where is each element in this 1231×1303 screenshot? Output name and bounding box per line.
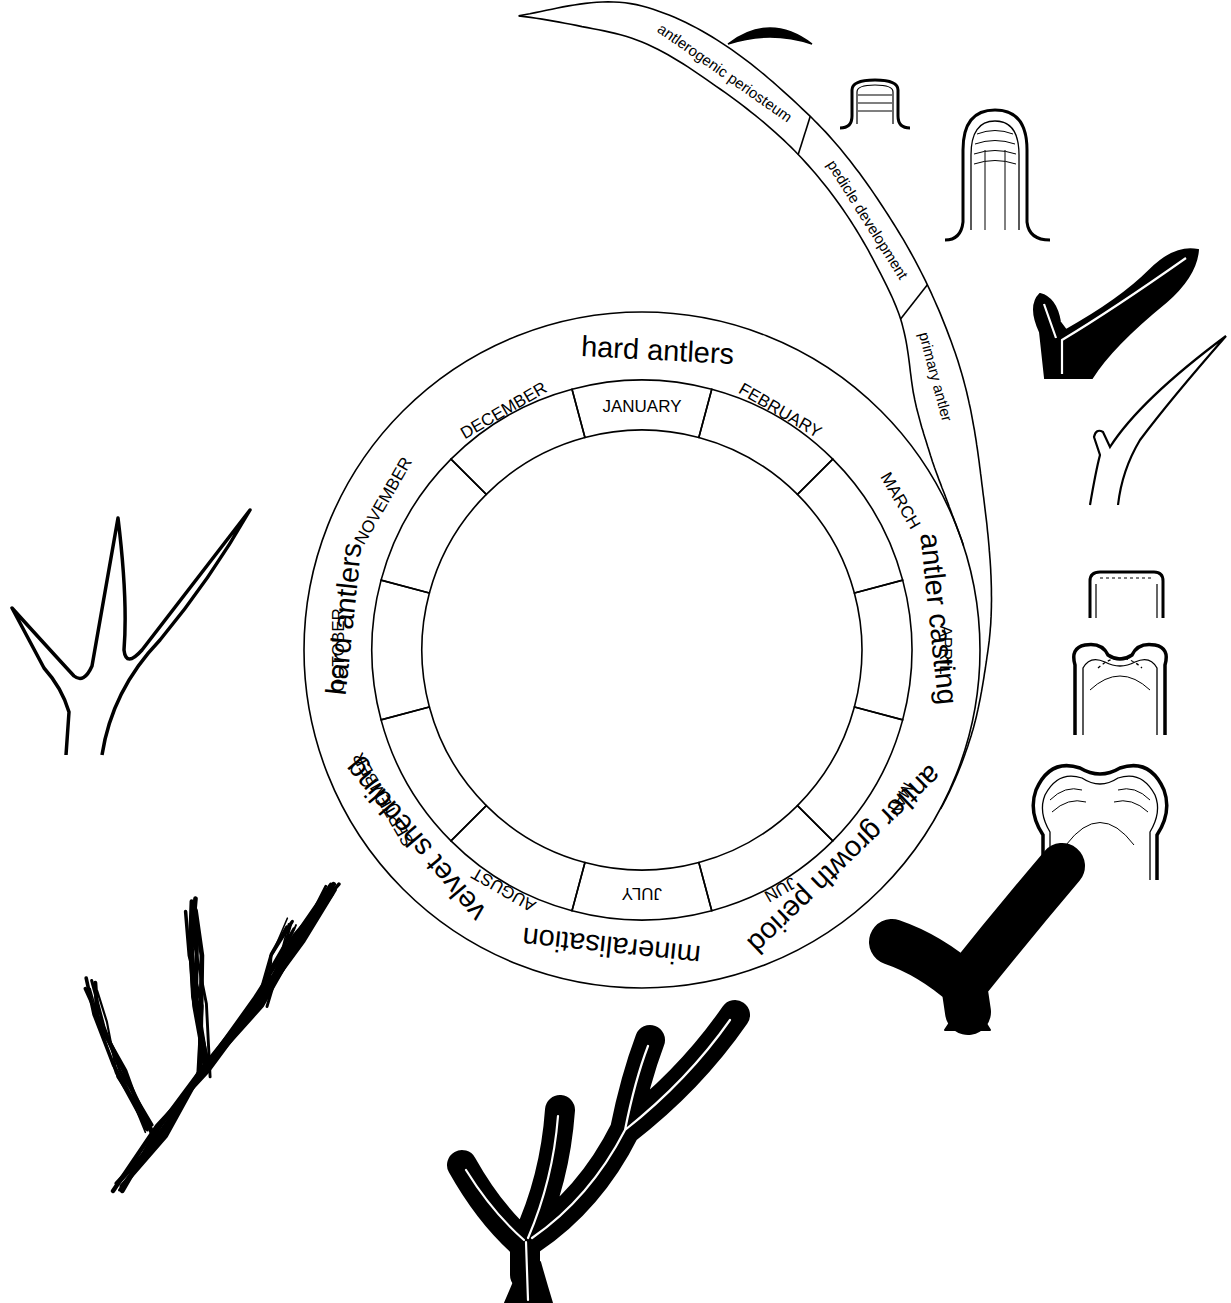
velvet-shedding-antler: [92, 981, 152, 1125]
velvet-antler-growing: [892, 866, 1062, 1012]
antler-bud: [1066, 823, 1134, 846]
antler-bud: [1050, 789, 1150, 812]
month-sector-outline: [372, 580, 430, 720]
cast-pedicle: [1096, 584, 1157, 618]
velvet-shedding-antler: [85, 989, 153, 1135]
spiral-band-segment: primary antler: [915, 330, 955, 423]
velvet-spike-antler: [1034, 249, 1198, 378]
phase-name: primary antler: [915, 330, 955, 423]
cycle-ring: [304, 312, 980, 988]
month-name: JANUARY: [572, 397, 712, 417]
pedicle-sketch: [840, 80, 910, 128]
month-segment: JANUARY: [572, 380, 712, 438]
velvet-shedding-antler: [193, 910, 210, 1077]
periosteum-sketch: [728, 28, 812, 44]
cycle-ring: [798, 116, 810, 154]
velvet-shedding-antler: [86, 978, 153, 1136]
month-segment: DECEMBER: [446, 381, 596, 501]
pedicle-sketch: [945, 110, 1050, 240]
month-segment: APRIL: [854, 580, 912, 720]
pedicle-sketch: [840, 80, 910, 128]
phase-label: antler casting: [913, 531, 963, 706]
velvet-shedding-antler: [261, 929, 294, 995]
pedicle-sketch: [971, 121, 1019, 230]
phase-label: hard antlers: [580, 331, 735, 371]
cast-pedicle: [1090, 572, 1163, 618]
pedicle-sketch: [858, 95, 892, 111]
month-sector-outline: [372, 580, 429, 720]
cast-pedicle: [1090, 572, 1163, 618]
cycle-ring: [519, 2, 992, 809]
pedicle-sketch: [985, 150, 1005, 230]
month-name: DECEMBER: [438, 367, 569, 454]
month-sector-outline: [854, 580, 912, 720]
month-segment: NOVEMBER: [373, 454, 493, 604]
healing-pedicle: [1074, 644, 1167, 735]
healing-pedicle: [1098, 658, 1142, 668]
velvet-shedding-antler: [267, 923, 291, 1007]
healing-pedicle: [1074, 644, 1167, 735]
cast-pedicle: [1100, 577, 1154, 578]
phase-name: pedicle development: [824, 156, 912, 281]
phase-label: mineralisation: [520, 921, 701, 971]
month-segment: FEBRUARY: [688, 381, 838, 501]
healing-pedicle: [1090, 676, 1150, 690]
month-segment: MARCH: [791, 454, 911, 604]
hard-spike-antler: [1090, 336, 1226, 505]
pedicle-sketch: [945, 110, 1050, 240]
spiral-band-segment: pedicle development: [824, 156, 912, 281]
velvet-spike-antler: [1034, 249, 1198, 378]
phase-label: hard antlers: [321, 541, 369, 697]
cycle-ring: [304, 2, 992, 988]
velvet-shedding-antler: [85, 884, 339, 1191]
cycle-ring: [519, 16, 964, 546]
velvet-shedding-antler: [118, 884, 339, 1183]
hard-antler: [12, 510, 250, 755]
healing-pedicle: [1083, 660, 1157, 735]
cycle-ring: [901, 285, 928, 319]
mineralising-antler: [466, 1020, 730, 1300]
month-segment: JULY: [572, 863, 712, 921]
periosteum-sketch: [728, 28, 812, 44]
month-sector-outline: [572, 380, 712, 437]
hard-spike-antler: [1090, 336, 1226, 505]
month-name: JULY: [572, 883, 712, 903]
velvet-spike-antler: [1044, 258, 1186, 374]
pedicle-sketch: [974, 131, 1016, 165]
velvet-antler-growing: [892, 866, 1062, 1030]
month-segment: OCTOBER: [372, 580, 430, 720]
pedicle-sketch: [857, 85, 893, 124]
hard-antler: [12, 510, 250, 755]
month-name: FEBRUARY: [715, 367, 846, 454]
mineralising-antler: [462, 1015, 735, 1303]
month-sector-outline: [854, 580, 911, 720]
velvet-antler-growing: [945, 1000, 990, 1030]
month-sector-outline: [572, 863, 712, 920]
mineralising-antler: [462, 1015, 735, 1275]
